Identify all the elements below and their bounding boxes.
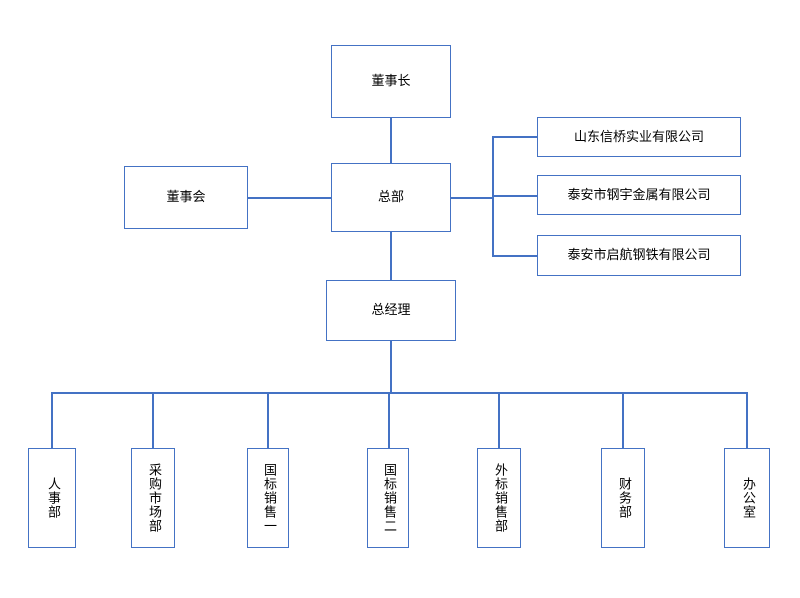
connector-gm-to-bus [390, 341, 392, 393]
node-dept-hr[interactable]: 人事部 [28, 448, 76, 548]
node-dept-sales1[interactable]: 国标销售一 [247, 448, 289, 548]
node-label: 总经理 [371, 303, 411, 318]
node-label: 泰安市启航钢铁有限公司 [567, 248, 711, 263]
node-label: 办公室 [740, 477, 755, 519]
node-label: 国标销售二 [381, 463, 396, 533]
node-label: 山东信桥实业有限公司 [573, 129, 704, 145]
connector-bus-to-sales2 [388, 392, 390, 449]
node-dept-sales2[interactable]: 国标销售二 [367, 448, 409, 548]
connector-bus-to-sales1 [267, 392, 269, 449]
node-dept-office[interactable]: 办公室 [724, 448, 770, 548]
node-headquarter[interactable]: 总部 [331, 163, 451, 232]
node-sub2[interactable]: 泰安市钢宇金属有限公司 [537, 175, 741, 215]
connector-board-to-hq [248, 197, 331, 199]
node-label: 总部 [377, 190, 404, 205]
node-dept-export[interactable]: 外标销售部 [477, 448, 521, 548]
connector-dept-bus [51, 392, 747, 394]
node-chairman[interactable]: 董事长 [331, 45, 451, 118]
connector-bus-to-hr [51, 392, 53, 449]
node-dept-purchase[interactable]: 采购市场部 [131, 448, 175, 548]
node-sub3[interactable]: 泰安市启航钢铁有限公司 [537, 235, 741, 276]
node-label: 外标销售部 [492, 463, 507, 533]
node-label: 财务部 [616, 477, 631, 519]
node-label: 采购市场部 [146, 463, 161, 533]
node-label: 董事长 [371, 74, 411, 89]
connector-bus-to-finance [622, 392, 624, 449]
node-label: 人事部 [45, 477, 60, 519]
connector-chairman-to-hq [390, 118, 392, 164]
connector-bus-to-office [746, 392, 748, 449]
connector-bus-to-sub3 [492, 255, 538, 257]
node-label: 泰安市钢宇金属有限公司 [567, 187, 711, 203]
node-label: 董事会 [166, 190, 206, 205]
node-board[interactable]: 董事会 [124, 166, 248, 229]
connector-hq-to-subs-stub [451, 197, 493, 199]
node-sub1[interactable]: 山东信桥实业有限公司 [537, 117, 741, 157]
node-gm[interactable]: 总经理 [326, 280, 456, 341]
node-label: 国标销售一 [261, 463, 276, 533]
connector-bus-to-sub1 [492, 136, 538, 138]
connector-bus-to-sub2 [492, 195, 538, 197]
connector-bus-to-purchase [152, 392, 154, 449]
connector-bus-to-export [498, 392, 500, 449]
node-dept-finance[interactable]: 财务部 [601, 448, 645, 548]
connector-hq-to-gm [390, 232, 392, 281]
